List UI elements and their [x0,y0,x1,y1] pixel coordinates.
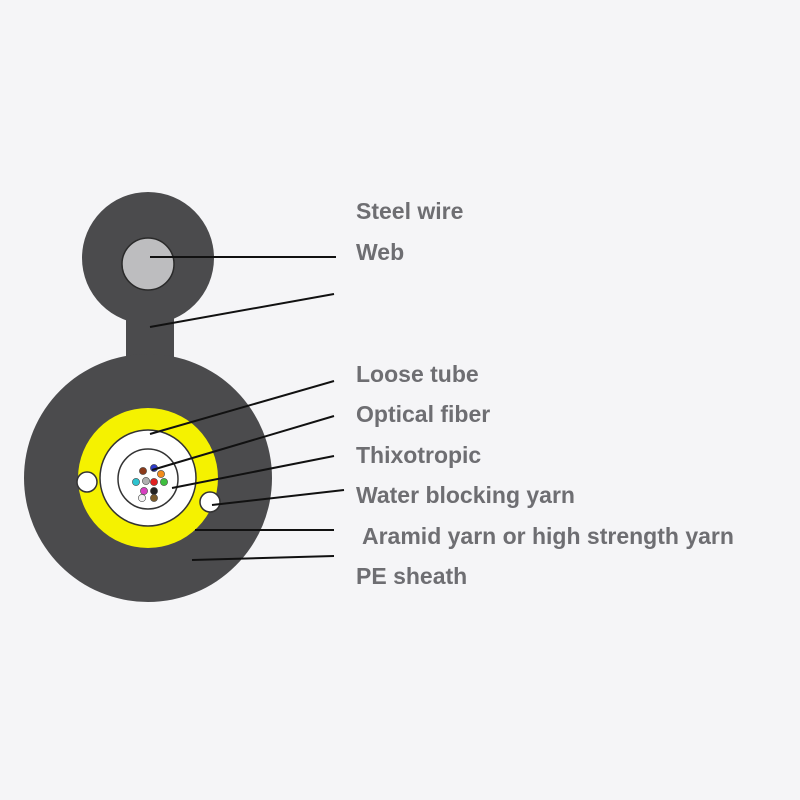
leader-line-loose-tube [149,380,335,435]
optical-fiber-group [132,464,168,502]
optical-fiber-dot [150,487,158,495]
optical-fiber-dot [138,494,146,502]
label-aramid-yarn: Aramid yarn or high strength yarn [362,523,734,549]
label-optical-fiber: Optical fiber [356,401,491,427]
leader-line-pe-sheath [191,555,335,561]
label-loose-tube: Loose tube [356,361,479,387]
water-blocking-yarn-right [199,491,221,513]
optical-fiber-dot [139,467,147,475]
optical-fiber-dot [157,470,165,478]
label-water-blocking-yarn: Water blocking yarn [356,482,575,508]
water-blocking-yarn-left [76,471,98,493]
optical-fiber-dot [160,478,168,486]
optical-fiber-dot [140,487,148,495]
label-thixotropic: Thixotropic [356,442,482,468]
leader-line-thixotropic [171,455,335,489]
optical-fiber-dot [150,478,158,486]
optical-fiber-dot [132,478,140,486]
label-steel-wire: Steel wire [356,198,464,224]
leader-line-water-blocking-yarn [211,489,345,506]
label-web: Web [356,239,405,265]
steel-wire [121,237,175,291]
leader-line-optical-fiber [151,415,335,471]
label-pe-sheath: PE sheath [356,563,468,589]
leader-line-web [149,293,335,328]
optical-fiber-dot [142,477,150,485]
optical-fiber-dot [150,494,158,502]
